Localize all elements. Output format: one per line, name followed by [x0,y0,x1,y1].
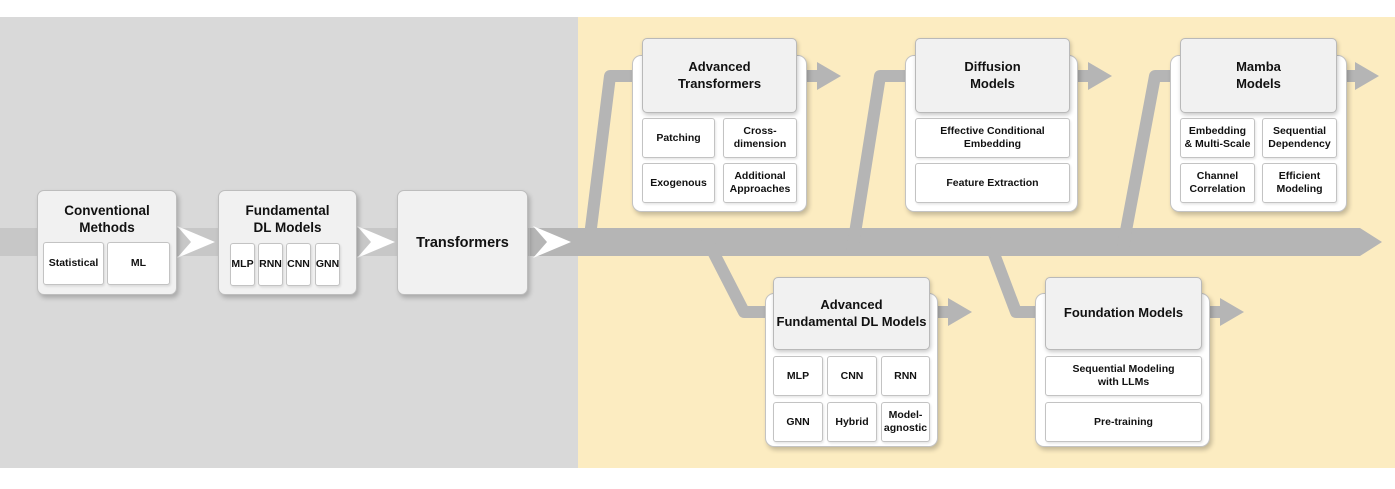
chevron-right-icon [357,226,395,258]
arrowhead-icon [1355,62,1379,90]
item-sequential-modeling-with-llms: Sequential Modeling with LLMs [1045,356,1202,396]
item-rnn: RNN [258,243,283,286]
item-mlp: MLP [230,243,255,286]
item-ml: ML [107,242,170,285]
item-adv-cnn: CNN [827,356,877,396]
item-efficient-modeling: Efficient Modeling [1262,163,1337,203]
item-hybrid: Hybrid [827,402,877,442]
group-advanced-fundamental-dl-models-header: Advanced Fundamental DL Models [773,277,930,350]
item-statistical: Statistical [43,242,104,285]
item-cross-dimension: Cross- dimension [723,118,797,158]
branch-line-foundation-models [982,235,1042,318]
item-pre-training: Pre-training [1045,402,1202,442]
item-cnn: CNN [286,243,311,286]
item-adv-gnn: GNN [773,402,823,442]
item-additional-approaches: Additional Approaches [723,163,797,203]
item-gnn: GNN [315,243,340,286]
item-channel-correlation: Channel Correlation [1180,163,1255,203]
item-adv-mlp: MLP [773,356,823,396]
branch-line-advanced-fundamental [700,235,772,318]
chevron-right-icon [177,226,215,258]
item-feature-extraction: Feature Extraction [915,163,1070,203]
group-foundation-models-header: Foundation Models [1045,277,1202,350]
branch-line-diffusion-models [846,70,913,253]
stage-title: Transformers [416,234,509,251]
group-diffusion-models-header: Diffusion Models [915,38,1070,113]
item-embedding-multi-scale: Embedding & Multi-Scale [1180,118,1255,158]
group-advanced-transformers-header: Advanced Transformers [642,38,797,113]
stage-transformers: Transformers [397,190,528,295]
branch-line-advanced-transformers [582,70,640,253]
stage-title: Fundamental DL Models [245,203,330,235]
arrowhead-icon [1220,298,1244,326]
item-patching: Patching [642,118,715,158]
item-adv-rnn: RNN [881,356,930,396]
item-effective-conditional-embedding: Effective Conditional Embedding [915,118,1070,158]
item-model-agnostic: Model- agnostic [881,402,930,442]
arrowhead-icon [1088,62,1112,90]
item-exogenous: Exogenous [642,163,715,203]
item-sequential-dependency: Sequential Dependency [1262,118,1337,158]
arrowhead-icon [948,298,972,326]
group-mamba-models-header: Mamba Models [1180,38,1337,113]
arrowhead-icon [817,62,841,90]
stage-title: Conventional Methods [64,203,150,235]
chevron-right-icon [533,226,571,258]
